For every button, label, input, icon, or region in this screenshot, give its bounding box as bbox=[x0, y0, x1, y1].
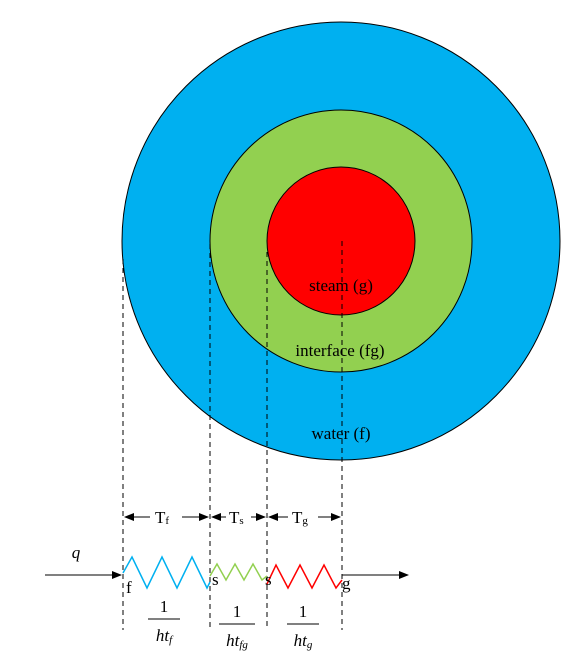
interface-label: interface (fg) bbox=[295, 341, 384, 360]
water-label: water (f) bbox=[312, 424, 371, 443]
resistance-fluid-fraction: 1 htf bbox=[148, 597, 180, 646]
node-f: f bbox=[126, 578, 132, 597]
node-s-right: s bbox=[265, 570, 272, 589]
resistor-steam bbox=[266, 563, 343, 590]
tg-label: Tg bbox=[292, 508, 308, 527]
resistor-fluid bbox=[122, 555, 211, 590]
node-g: g bbox=[342, 574, 351, 593]
resistance-interface-fraction: 1 htfg bbox=[219, 602, 255, 651]
heat-flow-label: q bbox=[72, 543, 81, 562]
resistance-fluid-denominator: htf bbox=[156, 626, 174, 646]
resistance-steam-numerator: 1 bbox=[299, 602, 308, 621]
resistor-interface bbox=[209, 562, 268, 582]
steam-label: steam (g) bbox=[309, 276, 373, 295]
tf-label: Tf bbox=[155, 508, 169, 527]
resistance-steam-denominator: htg bbox=[294, 631, 313, 651]
node-s-left: s bbox=[212, 570, 219, 589]
steam-region bbox=[266, 166, 416, 316]
resistance-interface-denominator: htfg bbox=[226, 631, 248, 651]
resistance-steam-fraction: 1 htg bbox=[287, 602, 319, 651]
ts-label: Ts bbox=[229, 508, 244, 527]
resistance-fluid-numerator: 1 bbox=[160, 597, 169, 616]
guide-lines bbox=[122, 241, 343, 630]
resistance-interface-numerator: 1 bbox=[233, 602, 242, 621]
